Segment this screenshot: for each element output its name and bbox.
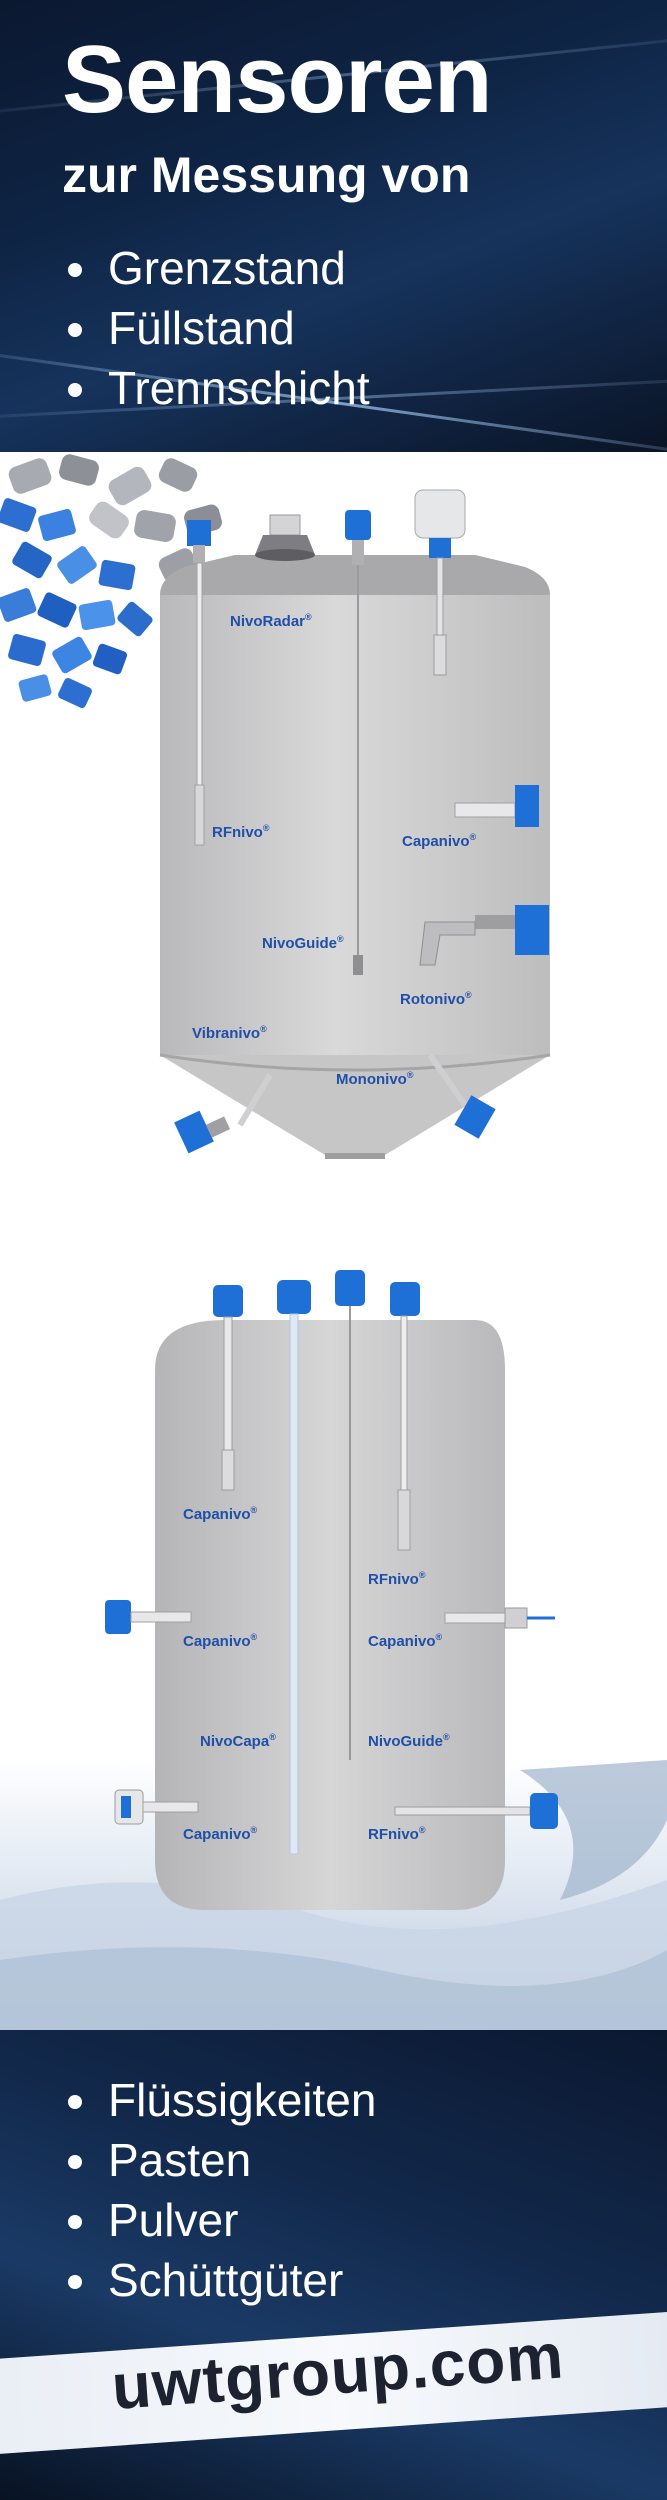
label-capanivo-left: Capanivo® <box>183 1632 258 1650</box>
label-rfnivo-bottom: RFnivo® <box>368 1825 426 1843</box>
label-rfnivo-top: RFnivo® <box>368 1570 426 1588</box>
header-section: Sensoren zur Messung von Grenzstand Füll… <box>0 0 667 452</box>
rfnivo-probe <box>187 520 211 846</box>
media-list: Flüssigkeiten Pasten Pulver Schüttgüter <box>62 2070 376 2310</box>
rotonivo-probe <box>419 905 549 966</box>
list-item: Füllstand <box>62 298 370 358</box>
label-nivoguide: NivoGuide® <box>262 934 344 952</box>
page-subtitle: zur Messung von <box>62 147 471 203</box>
capanivo-bottom-sensor <box>114 1789 199 1825</box>
page-title: Sensoren <box>62 26 492 133</box>
capanivo-right-sensor <box>444 1607 555 1629</box>
rfnivo-bottom-sensor <box>394 1793 558 1829</box>
label-nivocapa: NivoCapa® <box>200 1732 276 1750</box>
capanivo-side-probe <box>454 785 539 827</box>
list-item: Trennschicht <box>62 358 370 418</box>
light-streak <box>2 2030 665 2065</box>
list-item: Schüttgüter <box>62 2250 376 2310</box>
label-capanivo-top: Capanivo® <box>183 1505 258 1523</box>
nivocapa-sensor <box>277 1280 311 1855</box>
mononivo-probe <box>427 1053 496 1139</box>
list-item: Pulver <box>62 2190 376 2250</box>
measurement-list: Grenzstand Füllstand Trennschicht <box>62 238 370 418</box>
label-rotonivo: Rotonivo® <box>400 990 472 1008</box>
label-nivoguide-2: NivoGuide® <box>368 1732 450 1750</box>
list-item: Flüssigkeiten <box>62 2070 376 2130</box>
vibranivo-probe <box>174 1073 273 1154</box>
footer-section: Flüssigkeiten Pasten Pulver Schüttgüter … <box>0 2030 667 2500</box>
label-capanivo-bottom: Capanivo® <box>183 1825 258 1843</box>
light-streak <box>1 2030 665 2059</box>
capanivo-top-probe <box>414 489 466 676</box>
nivoguide-probe <box>345 510 371 975</box>
rfnivo-top-sensor <box>390 1282 420 1551</box>
label-nivoradar: NivoRadar® <box>230 612 312 630</box>
label-vibranivo: Vibranivo® <box>192 1024 267 1042</box>
label-capanivo-right: Capanivo® <box>368 1632 443 1650</box>
label-capanivo: Capanivo® <box>402 832 477 850</box>
silo-tank-illustration <box>159 489 551 1159</box>
label-mononivo: Mononivo® <box>336 1070 414 1088</box>
label-rfnivo: RFnivo® <box>212 823 270 841</box>
list-item: Grenzstand <box>62 238 370 298</box>
capanivo-top-sensor <box>213 1285 243 1491</box>
nivoguide-sensor <box>335 1270 365 1760</box>
capanivo-left-sensor <box>105 1600 192 1634</box>
radar-sensor <box>255 514 315 561</box>
liquid-tank-illustration <box>105 1270 558 1910</box>
list-item: Pasten <box>62 2130 376 2190</box>
